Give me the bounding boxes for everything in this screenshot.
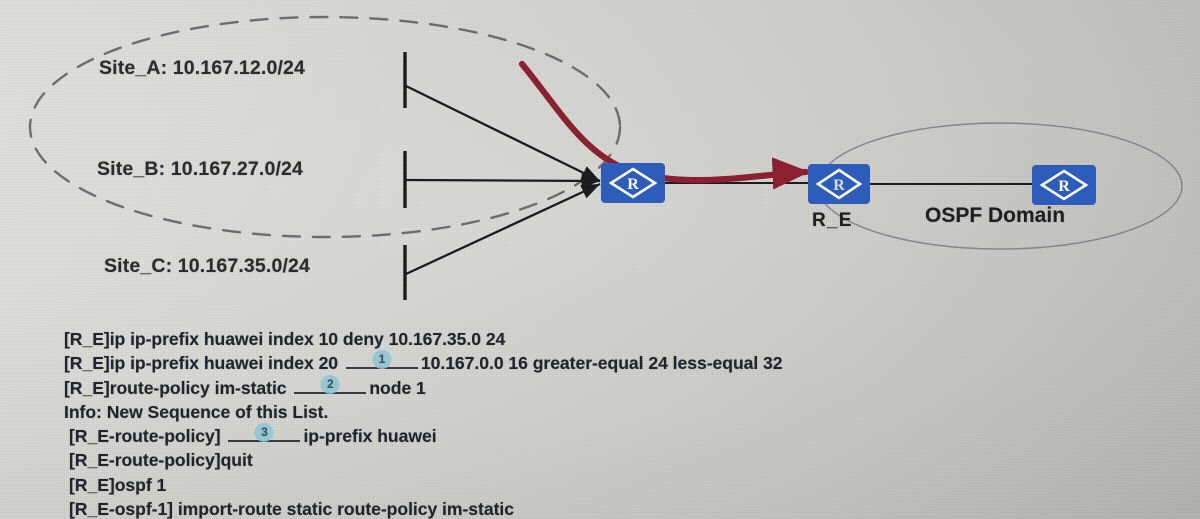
link-site-c-router bbox=[405, 182, 601, 276]
cli-blank-number: 3 bbox=[254, 423, 274, 443]
cli-blank-slot[interactable]: 3 bbox=[228, 423, 301, 443]
ospf-domain-cloud bbox=[817, 122, 1183, 250]
ospf-domain-label: OSPF Domain bbox=[925, 204, 1066, 227]
cli-text-run: [R_E-route-policy]quit bbox=[69, 450, 253, 471]
cli-text-run: ip-prefix huawei bbox=[303, 426, 437, 447]
cli-line: [R_E-route-policy] 3 ip-prefix huawei bbox=[64, 423, 1064, 448]
cli-line: Info: New Sequence of this List. bbox=[64, 400, 1064, 424]
router-re-label: R_E bbox=[812, 210, 853, 231]
cli-text-run: [R_E]route-policy im-static bbox=[64, 377, 287, 398]
router-left-icon: R bbox=[601, 163, 665, 203]
cli-line: [R_E]route-policy im-static 2 node 1 bbox=[64, 374, 1064, 400]
router-ospf-icon: R bbox=[1032, 165, 1096, 205]
svg-text:R: R bbox=[627, 176, 639, 193]
cli-output-block: [R_E]ip ip-prefix huawei index 10 deny 1… bbox=[64, 327, 1064, 519]
link-site-b-router bbox=[405, 173, 601, 189]
cli-text-run: [R_E]ip ip-prefix huawei index 20 bbox=[64, 353, 339, 374]
cli-line: [R_E]ip ip-prefix huawei index 20 1 10.16… bbox=[64, 350, 1064, 375]
site-label-site-a: Site_A: 10.167.12.0/24 bbox=[99, 57, 306, 79]
cli-text-run: node 1 bbox=[369, 377, 426, 398]
cli-text-run: [R_E-ospf-1] import-route static route-p… bbox=[69, 499, 514, 519]
cli-line: [R_E]ip ip-prefix huawei index 10 deny 1… bbox=[64, 327, 1064, 351]
site-label-site-c: Site_C: 10.167.35.0/24 bbox=[104, 255, 311, 277]
cli-blank-number: 1 bbox=[372, 350, 392, 370]
svg-text:R: R bbox=[833, 177, 845, 194]
site-label-site-b: Site_B: 10.167.27.0/24 bbox=[97, 158, 304, 180]
static-sites-cloud bbox=[28, 15, 622, 239]
svg-text:R: R bbox=[1058, 178, 1070, 195]
link-site-a-router bbox=[405, 84, 601, 183]
cli-blank-slot[interactable]: 1 bbox=[345, 350, 418, 370]
cli-text-run: [R_E-route-policy] bbox=[69, 426, 221, 447]
cli-text-run: Info: New Sequence of this List. bbox=[64, 401, 329, 422]
cli-text-run: 10.167.0.0 16 greater-equal 24 less-equa… bbox=[420, 353, 783, 374]
cli-line: [R_E]ospf 1 bbox=[64, 473, 1064, 497]
router-re-icon: R bbox=[808, 164, 870, 204]
cli-blank-number: 2 bbox=[320, 374, 340, 394]
cli-blank-slot[interactable]: 2 bbox=[294, 374, 367, 394]
cli-text-run: [R_E]ip ip-prefix huawei index 10 deny 1… bbox=[64, 329, 506, 349]
cli-text-run: [R_E]ospf 1 bbox=[69, 474, 167, 495]
cli-line: [R_E-ospf-1] import-route static route-p… bbox=[64, 497, 1064, 519]
cli-line: [R_E-route-policy]quit bbox=[64, 448, 1064, 472]
